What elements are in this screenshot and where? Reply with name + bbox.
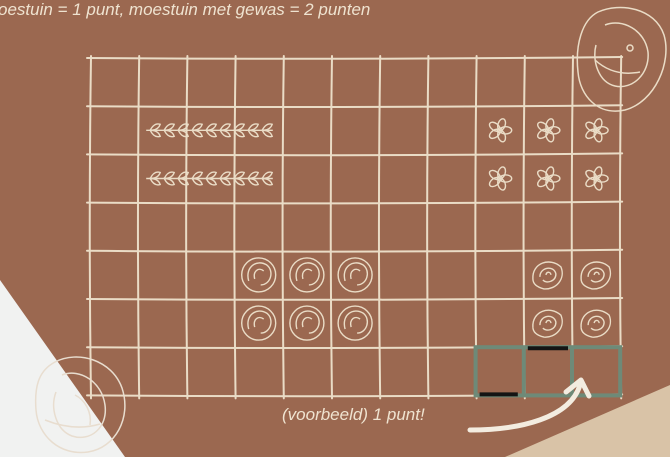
flower-crop [488,166,512,191]
rose-crop [581,310,610,337]
fence-outline [476,347,621,395]
flower-crop [536,118,560,143]
cabbage-crop [242,306,276,340]
grid-line-horizontal [87,298,622,300]
grid-line-horizontal [87,250,622,252]
rose-crop [533,262,562,289]
cabbage-crop [338,306,372,340]
rose-crop [581,262,610,289]
cabbage-crop [290,306,324,340]
example-caption: (voorbeeld) 1 punt! [282,405,425,425]
wheat-crop [146,124,273,137]
grid-line-horizontal [87,105,622,107]
grid-line-horizontal [87,57,622,59]
flower-crop [584,118,608,143]
rose-crop [533,310,562,337]
arrow-icon [470,380,589,430]
example-fence [476,347,621,395]
flower-crop [536,166,560,191]
flower-crop [488,118,512,143]
cabbage-crop [242,258,276,292]
cabbage-crop [290,258,324,292]
cabbage-crop [338,258,372,292]
flower-crop [584,166,608,191]
scoring-rule-caption: oestuin = 1 punt, moestuin met gewas = 2… [0,0,370,20]
grid-line-horizontal [87,153,622,155]
grid-line-horizontal [87,202,622,204]
wheat-crop [146,172,273,185]
